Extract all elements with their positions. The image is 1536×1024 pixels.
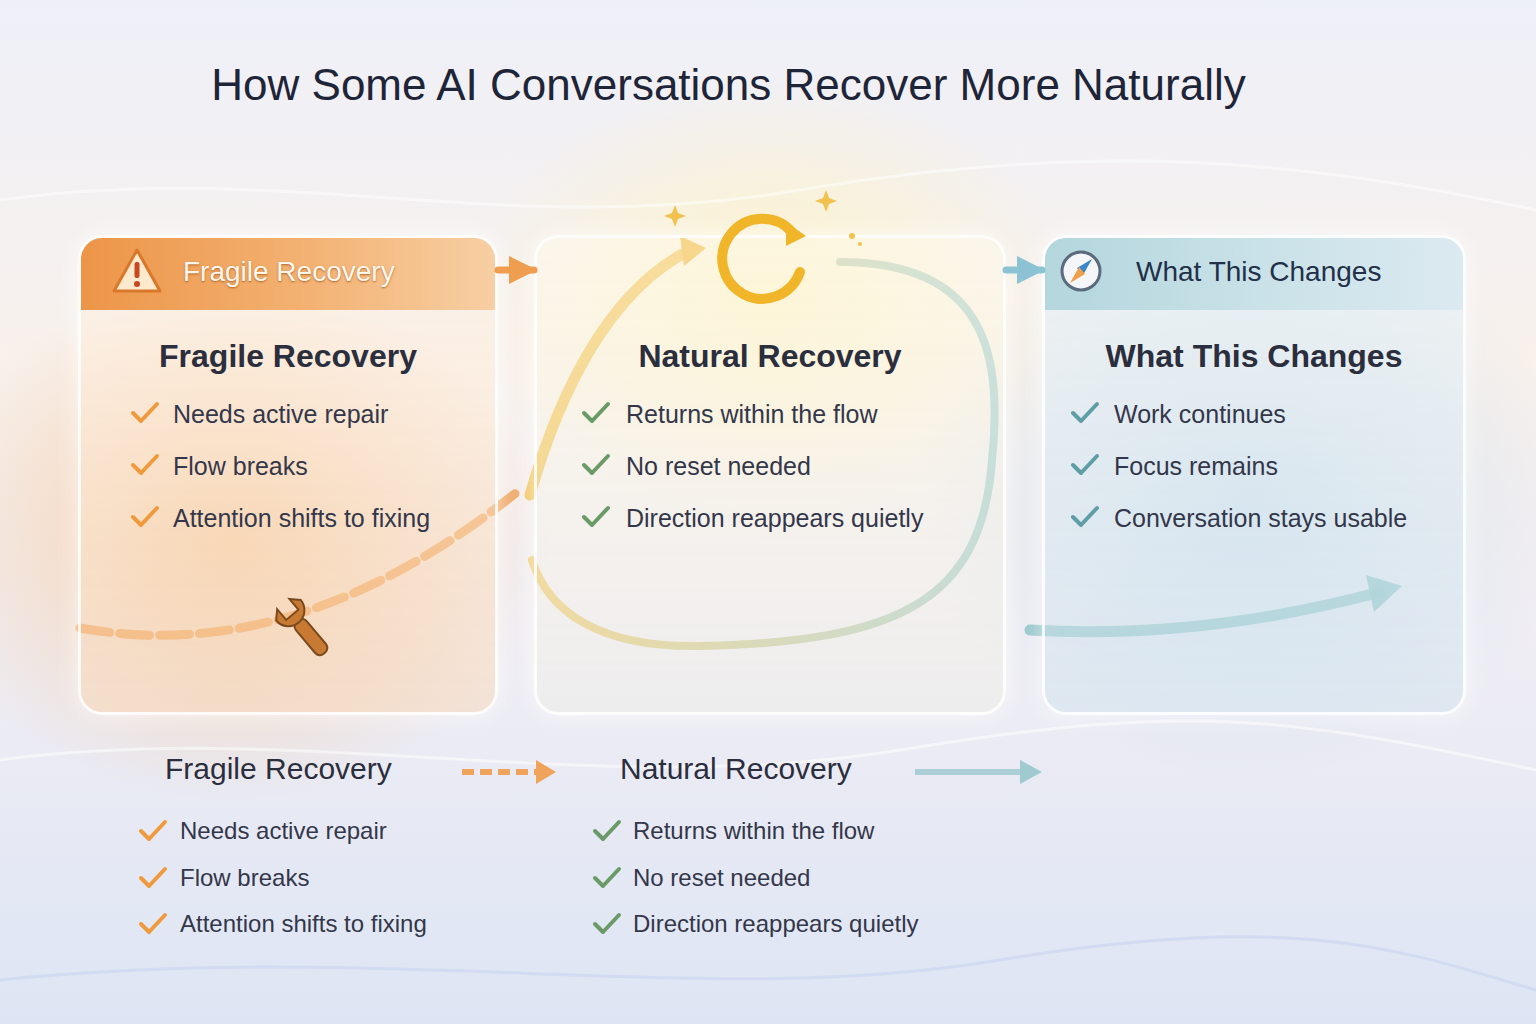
band-title: Fragile Recovery (183, 256, 395, 288)
bullet-item: Needs active repair (173, 400, 388, 429)
panel-box: Fragile RecoveryFragile RecoveryNeeds ac… (78, 235, 498, 715)
panel-heading: What This Changes (1045, 338, 1463, 375)
bullet-item: Attention shifts to fixing (173, 504, 430, 533)
bullet-item: Returns within the flow (626, 400, 878, 429)
bullet-item: Focus remains (1114, 452, 1278, 481)
flow-arrow (498, 267, 534, 274)
summary-item: Returns within the flow (633, 817, 874, 845)
summary-item: Attention shifts to fixing (180, 910, 427, 938)
bullet-item: No reset needed (626, 452, 811, 481)
summary-item: No reset needed (633, 864, 810, 892)
bullet-item: Work continues (1114, 400, 1286, 429)
summary-item: Direction reappears quietly (633, 910, 918, 938)
flow-arrow (1006, 267, 1042, 274)
summary-heading: Fragile Recovery (165, 752, 392, 786)
bullet-item: Direction reappears quietly (626, 504, 923, 533)
panel-box: What This ChangesWhat This ChangesWork c… (1042, 235, 1466, 715)
band-title: What This Changes (1136, 256, 1381, 288)
summary-item: Flow breaks (180, 864, 309, 892)
panel-heading: Natural Recovery (537, 338, 1003, 375)
panel-box: Natural RecoveryReturns within the flowN… (534, 235, 1006, 715)
summary-item: Needs active repair (180, 817, 387, 845)
bullet-item: Flow breaks (173, 452, 308, 481)
diagram-title: How Some AI Conversations Recover More N… (160, 60, 1297, 110)
panel-heading: Fragile Recovery (81, 338, 495, 375)
summary-heading: Natural Recovery (620, 752, 852, 786)
bullet-item: Conversation stays usable (1114, 504, 1407, 533)
